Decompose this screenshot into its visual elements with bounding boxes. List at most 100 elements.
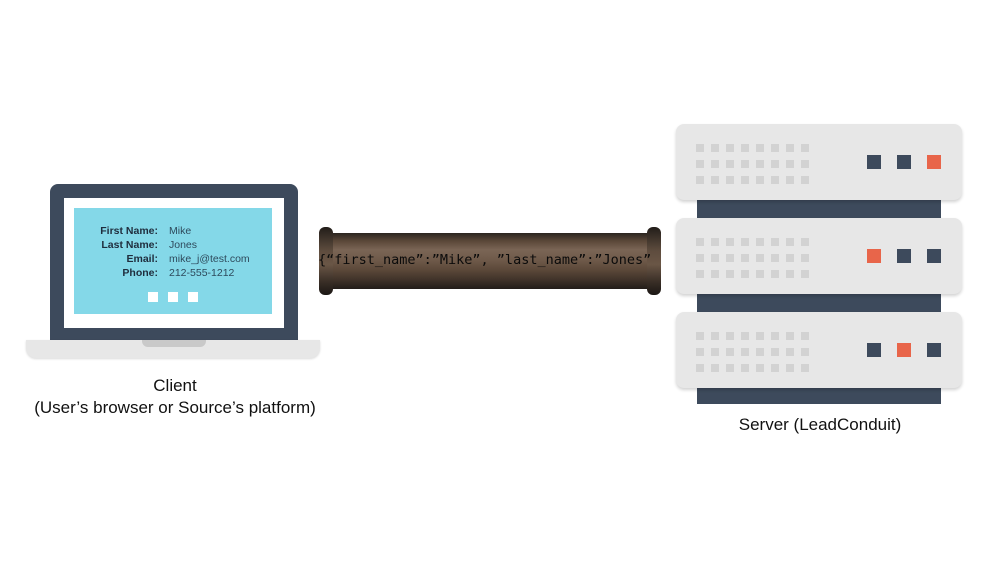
- vent-dot: [726, 364, 734, 372]
- form-value: Jones: [169, 239, 198, 251]
- vent-dot: [696, 176, 704, 184]
- vent-dot: [741, 348, 749, 356]
- status-light-icon: [897, 249, 911, 263]
- server-unit: [676, 124, 962, 200]
- vent-dot: [726, 332, 734, 340]
- vent-dot: [696, 238, 704, 246]
- form-label: Last Name:: [101, 239, 158, 251]
- pipe: [326, 233, 654, 289]
- status-light-icon: [867, 249, 881, 263]
- vent-dot: [711, 364, 719, 372]
- vent-dot: [801, 144, 809, 152]
- vent-dot: [696, 364, 704, 372]
- pipe-left-cap: [319, 227, 333, 295]
- form-row-email: Email: mike_j@test.com: [74, 252, 272, 266]
- form-dot-button: [188, 292, 198, 302]
- vent-dot: [741, 254, 749, 262]
- vent-dot: [711, 348, 719, 356]
- status-light-icon: [897, 155, 911, 169]
- vent-dot: [696, 160, 704, 168]
- form-label: Phone:: [122, 267, 158, 279]
- vent-dot: [741, 270, 749, 278]
- vent-dot: [726, 270, 734, 278]
- form-value: mike_j@test.com: [169, 253, 250, 265]
- vent-grid: [696, 238, 809, 278]
- status-light-icon: [927, 343, 941, 357]
- vent-dot: [696, 144, 704, 152]
- vent-dot: [801, 160, 809, 168]
- status-light-icon: [897, 343, 911, 357]
- status-light-icon: [867, 155, 881, 169]
- vent-dot: [771, 176, 779, 184]
- vent-dot: [741, 144, 749, 152]
- vent-dot: [726, 144, 734, 152]
- form-value: 212-555-1212: [169, 267, 235, 279]
- form-label: First Name:: [100, 225, 158, 237]
- pipe-payload-text: {“first_name”:”Mike”, ”last_name”:”Jones…: [318, 252, 652, 268]
- vent-dot: [771, 364, 779, 372]
- vent-dot: [711, 176, 719, 184]
- vent-dot: [771, 270, 779, 278]
- vent-dot: [756, 176, 764, 184]
- vent-dot: [696, 254, 704, 262]
- vent-dot: [786, 176, 794, 184]
- vent-dot: [771, 144, 779, 152]
- vent-dot: [711, 160, 719, 168]
- vent-dot: [756, 254, 764, 262]
- vent-dot: [801, 176, 809, 184]
- vent-dot: [801, 238, 809, 246]
- vent-dot: [711, 332, 719, 340]
- vent-dot: [756, 238, 764, 246]
- server-unit: [676, 218, 962, 294]
- pipe-right-cap: [647, 227, 661, 295]
- form-label: Email:: [126, 253, 158, 265]
- status-light-icon: [927, 249, 941, 263]
- vent-grid: [696, 144, 809, 184]
- vent-dot: [801, 254, 809, 262]
- vent-dot: [771, 254, 779, 262]
- vent-dot: [756, 160, 764, 168]
- form-row-last-name: Last Name: Jones: [74, 238, 272, 252]
- form-dot-button: [168, 292, 178, 302]
- vent-dot: [756, 332, 764, 340]
- vent-dot: [786, 254, 794, 262]
- vent-dot: [756, 144, 764, 152]
- laptop-notch: [142, 340, 206, 347]
- vent-grid: [696, 332, 809, 372]
- status-light-icon: [927, 155, 941, 169]
- vent-dot: [741, 364, 749, 372]
- vent-dot: [801, 348, 809, 356]
- vent-dot: [771, 348, 779, 356]
- vent-dot: [771, 160, 779, 168]
- vent-dot: [726, 348, 734, 356]
- vent-dot: [711, 254, 719, 262]
- vent-dot: [756, 270, 764, 278]
- vent-dot: [786, 160, 794, 168]
- vent-dot: [756, 348, 764, 356]
- vent-dot: [771, 332, 779, 340]
- form-dot-button: [148, 292, 158, 302]
- status-light-icon: [867, 343, 881, 357]
- vent-dot: [741, 176, 749, 184]
- client-label-title: Client: [153, 376, 197, 395]
- vent-dot: [801, 332, 809, 340]
- vent-dot: [741, 238, 749, 246]
- client-label-subtitle: (User’s browser or Source’s platform): [34, 398, 316, 417]
- form-row-first-name: First Name: Mike: [74, 224, 272, 238]
- vent-dot: [726, 238, 734, 246]
- vent-dot: [696, 270, 704, 278]
- vent-dot: [771, 238, 779, 246]
- vent-dot: [741, 160, 749, 168]
- vent-dot: [801, 270, 809, 278]
- vent-dot: [711, 144, 719, 152]
- laptop-base: [26, 340, 320, 358]
- form-value: Mike: [169, 225, 192, 237]
- vent-dot: [786, 144, 794, 152]
- vent-dot: [786, 238, 794, 246]
- form-row-phone: Phone: 212-555-1212: [74, 266, 272, 280]
- vent-dot: [726, 254, 734, 262]
- vent-dot: [786, 364, 794, 372]
- server-unit: [676, 312, 962, 388]
- vent-dot: [711, 270, 719, 278]
- vent-dot: [756, 364, 764, 372]
